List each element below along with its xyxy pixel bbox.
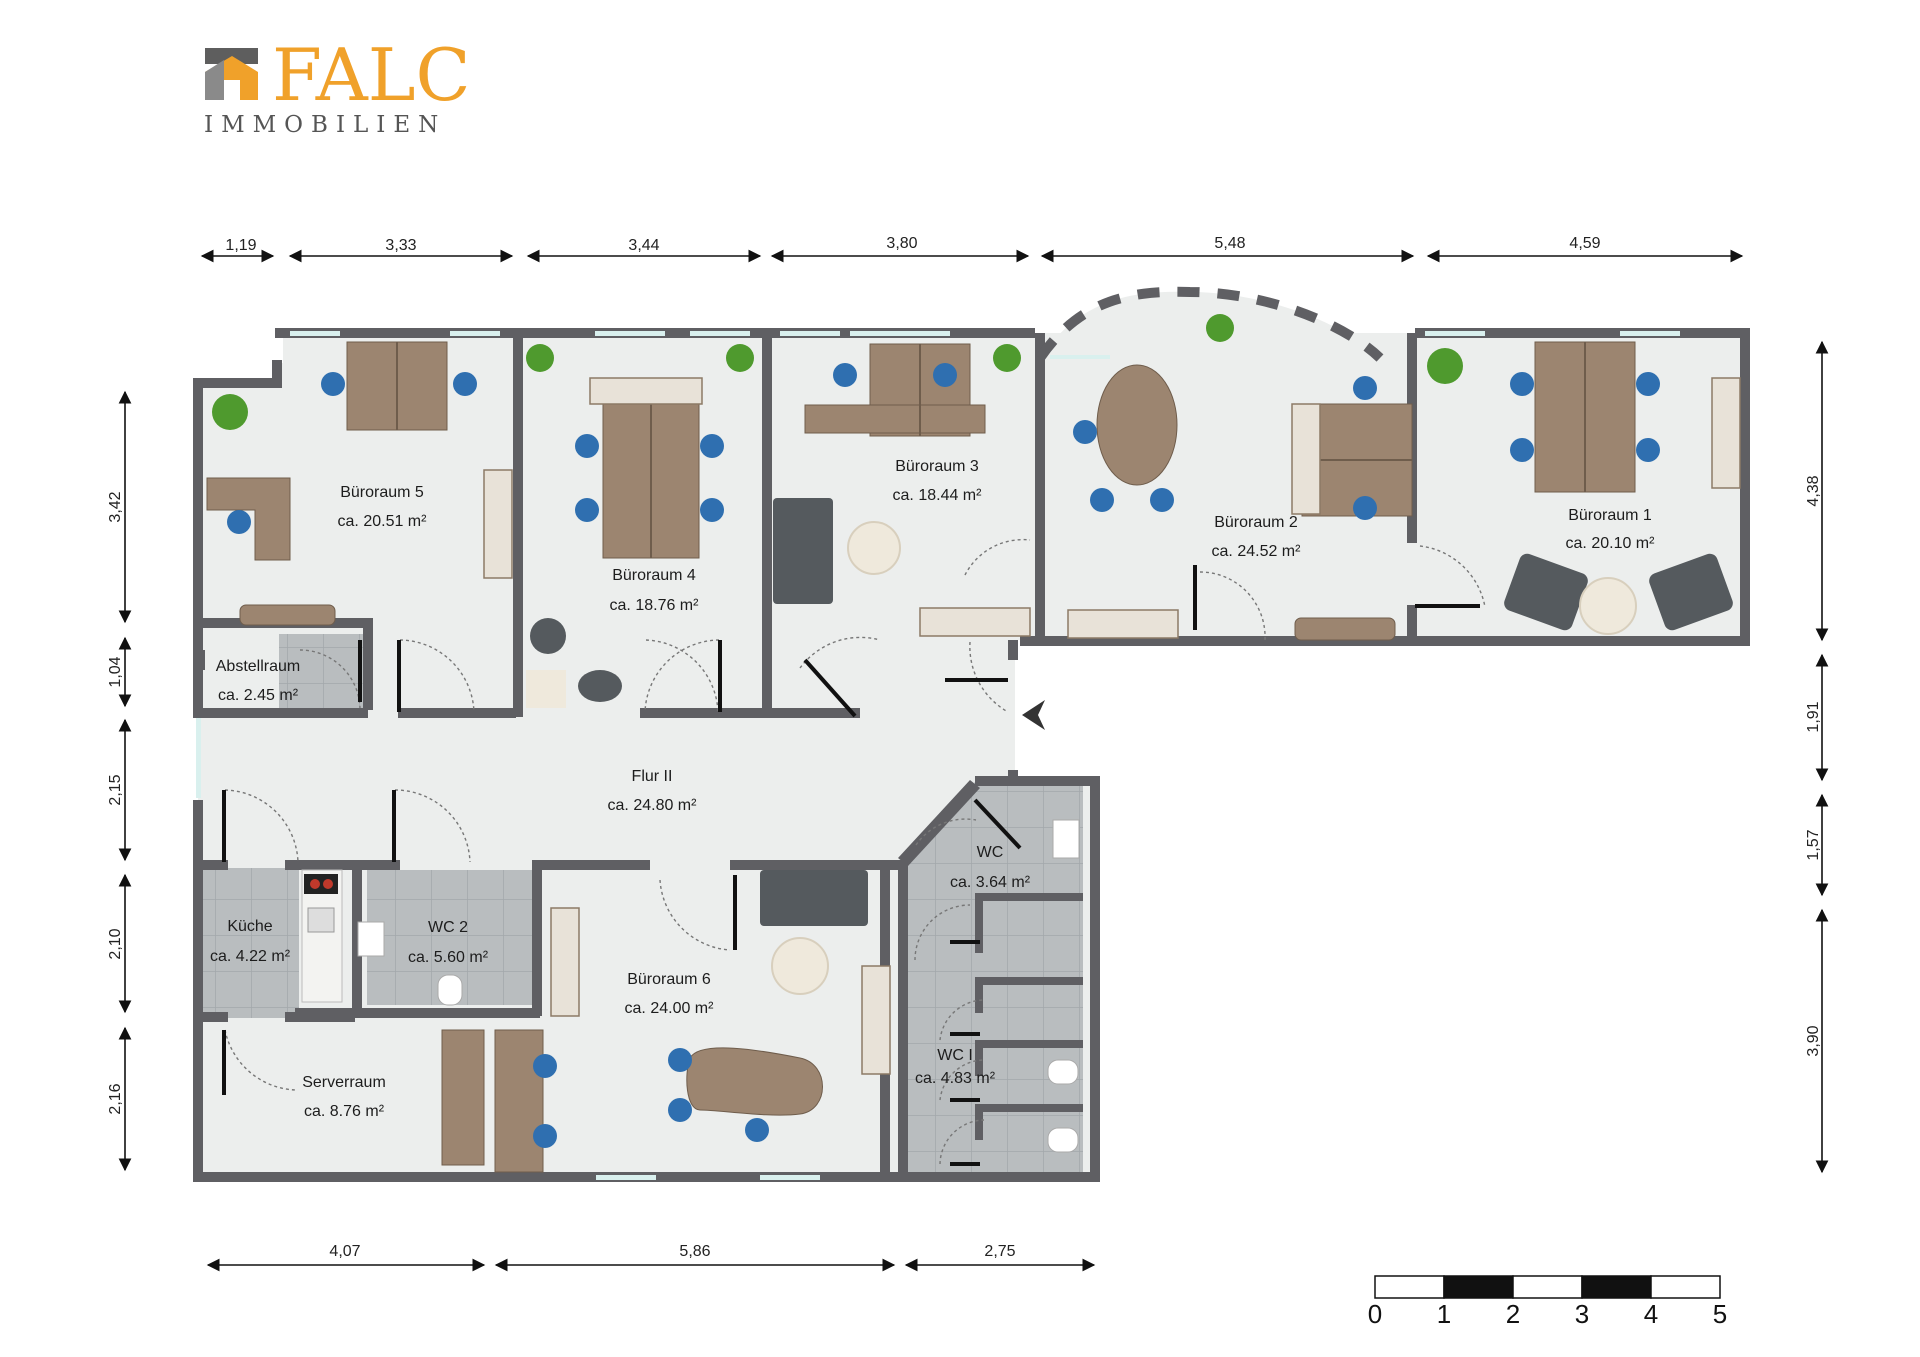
dimension-label: 3,44 — [628, 237, 659, 254]
room-name: Abstellraum — [216, 658, 300, 675]
dimension-labels: 1,19 3,33 3,44 3,80 5,48 4,59 3,42 1,04 … — [107, 235, 1822, 1260]
room-bueroraum-2: Büroraum 2 ca. 24.52 m² — [1212, 514, 1302, 560]
scale-label: 2 — [1506, 1299, 1520, 1329]
dimension-label: 2,10 — [107, 928, 124, 959]
dimension-label: 4,07 — [329, 1243, 360, 1260]
room-bueroraum-6: Büroraum 6 ca. 24.00 m² — [625, 971, 715, 1017]
room-area: ca. 5.60 m² — [408, 949, 489, 966]
room-area: ca. 24.00 m² — [625, 1000, 715, 1017]
room-name: WC I — [937, 1047, 973, 1064]
scale-label: 1 — [1437, 1299, 1451, 1329]
dimension-label: 3,90 — [1805, 1025, 1822, 1056]
room-name: Serverraum — [302, 1074, 386, 1091]
room-area: ca. 20.51 m² — [338, 513, 428, 530]
room-area: ca. 18.76 m² — [610, 597, 700, 614]
room-labels: Büroraum 5 ca. 20.51 m² Büroraum 4 ca. 1… — [210, 458, 1655, 1120]
floor-areas — [198, 291, 1740, 1180]
dimension-label: 3,42 — [107, 491, 124, 522]
house-logo-icon — [205, 48, 258, 100]
falc-logo: FALC IMMOBILIEN — [204, 33, 471, 138]
room-name: Büroraum 6 — [627, 971, 711, 988]
room-area: ca. 20.10 m² — [1566, 535, 1656, 552]
room-name: WC 2 — [428, 919, 468, 936]
room-abstellraum: Abstellraum ca. 2.45 m² — [216, 658, 300, 704]
scale-label: 0 — [1368, 1299, 1382, 1329]
room-serverraum: Serverraum ca. 8.76 m² — [302, 1074, 386, 1120]
dimension-label: 3,80 — [886, 235, 917, 252]
furniture — [206, 314, 1741, 1173]
room-area: ca. 2.45 m² — [218, 687, 299, 704]
room-name: Büroraum 2 — [1214, 514, 1298, 531]
dimension-label: 5,48 — [1214, 235, 1245, 252]
room-name: WC — [977, 844, 1004, 861]
scale-label: 5 — [1713, 1299, 1727, 1329]
room-bueroraum-1: Büroraum 1 ca. 20.10 m² — [1566, 507, 1656, 552]
dimension-label: 1,04 — [107, 656, 124, 687]
dimension-lines — [118, 249, 1829, 1272]
entrance-arrow-icon — [1022, 700, 1045, 730]
dimension-label: 1,57 — [1805, 829, 1822, 860]
room-area: ca. 24.52 m² — [1212, 543, 1302, 560]
room-flur-2: Flur II ca. 24.80 m² — [608, 768, 698, 814]
bay-window — [1035, 286, 1384, 362]
windows — [196, 331, 1680, 1180]
room-bueroraum-5: Büroraum 5 ca. 20.51 m² — [338, 484, 428, 530]
dimension-label: 2,15 — [107, 774, 124, 805]
room-area: ca. 24.80 m² — [608, 797, 698, 814]
room-area: ca. 4.83 m² — [915, 1070, 996, 1087]
room-area: ca. 4.22 m² — [210, 948, 291, 965]
dimension-label: 2,75 — [984, 1243, 1015, 1260]
room-name: Flur II — [632, 768, 673, 785]
room-name: Küche — [227, 918, 272, 935]
dimension-label: 2,16 — [107, 1083, 124, 1114]
room-name: Büroraum 3 — [895, 458, 979, 475]
room-name: Büroraum 5 — [340, 484, 424, 501]
scale-bar: 0 1 2 3 4 5 — [1368, 1275, 1727, 1329]
dimension-label: 3,33 — [385, 237, 416, 254]
room-bueroraum-3: Büroraum 3 ca. 18.44 m² — [893, 458, 983, 504]
room-name: Büroraum 4 — [612, 567, 696, 584]
dimension-label: 4,59 — [1569, 235, 1600, 252]
room-area: ca. 18.44 m² — [893, 487, 983, 504]
dimension-label: 1,91 — [1805, 701, 1822, 732]
door-leaves — [222, 565, 1480, 1166]
room-kueche: Küche ca. 4.22 m² — [210, 918, 291, 965]
logo-subtitle: IMMOBILIEN — [204, 112, 446, 138]
room-area: ca. 3.64 m² — [950, 874, 1031, 891]
room-wc: WC ca. 3.64 m² — [950, 844, 1031, 891]
logo-brand: FALC — [272, 33, 471, 117]
dimension-label: 4,38 — [1805, 475, 1822, 506]
room-name: Büroraum 1 — [1568, 507, 1652, 524]
room-wc-1: WC I ca. 4.83 m² — [915, 1047, 996, 1087]
scale-label: 3 — [1575, 1299, 1589, 1329]
dimension-label: 5,86 — [679, 1243, 710, 1260]
room-bueroraum-4: Büroraum 4 ca. 18.76 m² — [610, 567, 700, 614]
room-wc-2: WC 2 ca. 5.60 m² — [408, 919, 489, 966]
room-area: ca. 8.76 m² — [304, 1103, 385, 1120]
dimension-label: 1,19 — [225, 237, 256, 254]
scale-label: 4 — [1644, 1299, 1658, 1329]
